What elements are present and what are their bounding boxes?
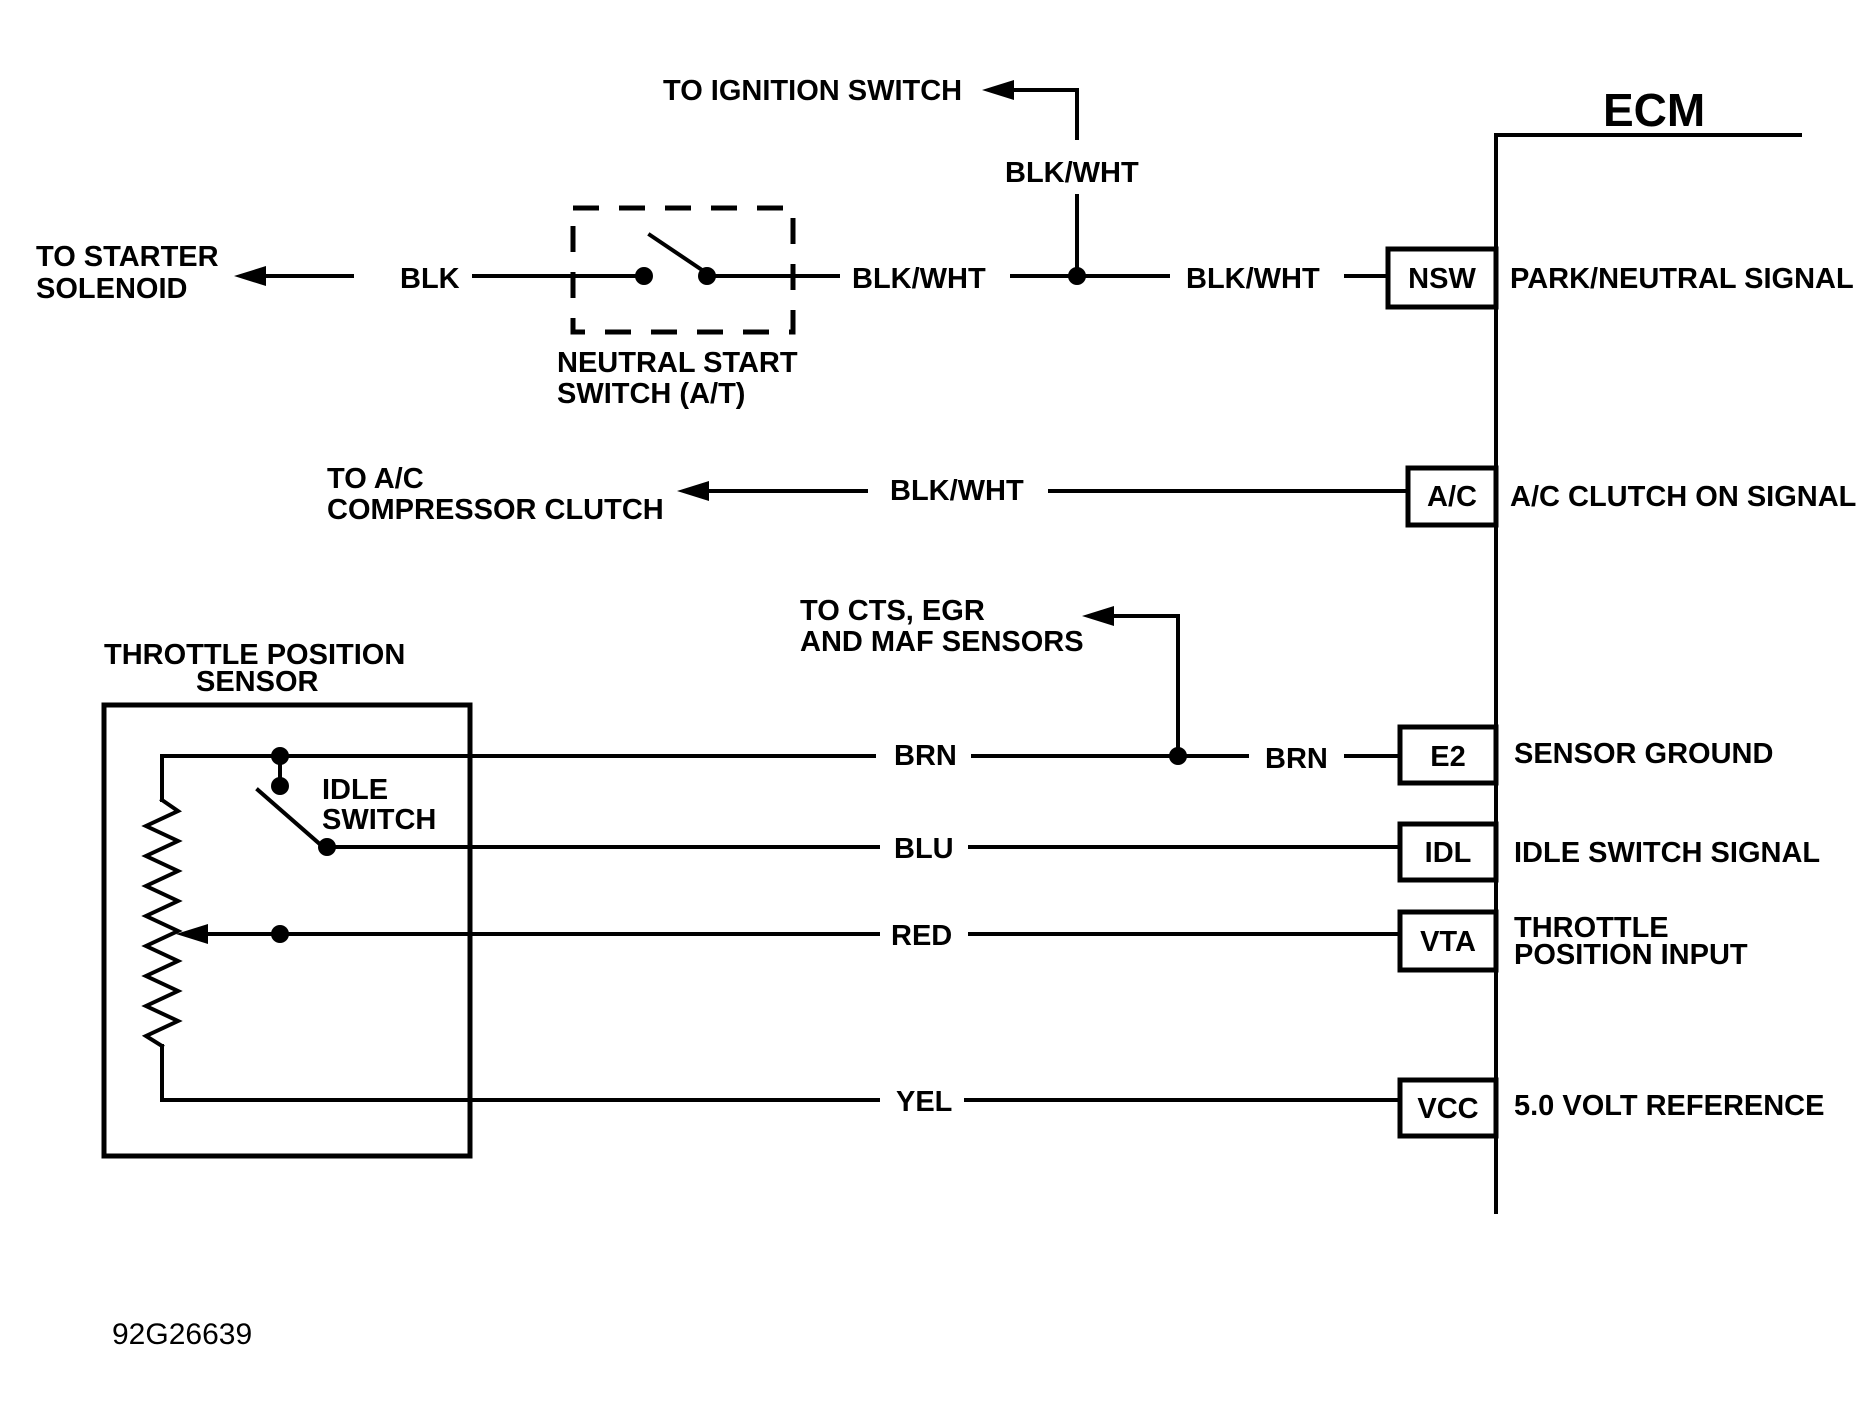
neutral-switch-box (570, 205, 796, 335)
idle-switch-label-line2: SWITCH (322, 804, 436, 836)
idle-switch-contact (255, 787, 325, 849)
tps-label-line2: SENSOR (196, 666, 319, 698)
wiper-arrow (176, 924, 208, 944)
blu-circuit: BLU (468, 833, 1402, 865)
red-circuit: RED (468, 920, 1402, 952)
idle-switch-label-line1: IDLE (322, 774, 388, 806)
ac-circuit: TO A/C COMPRESSOR CLUTCH BLK/WHT (327, 463, 1410, 526)
brn-ecm-wire-color: BRN (1265, 743, 1328, 775)
red-wire-color: RED (891, 920, 952, 952)
ecm-title: ECM (1603, 84, 1705, 136)
sensors-destination-line2: AND MAF SENSORS (800, 626, 1084, 658)
ignition-destination: TO IGNITION SWITCH (663, 75, 962, 107)
pin-signal-e2: SENSOR GROUND (1514, 738, 1773, 770)
ecm-pin-e2: E2 SENSOR GROUND (1397, 724, 1773, 786)
ac-arrow (677, 481, 709, 501)
yel-circuit: YEL (468, 1086, 1402, 1118)
pin-code-idl: IDL (1425, 837, 1472, 869)
starter-wire-color: BLK (400, 263, 460, 295)
nsw-circuit: BLK/WHT BLK/WHT TO IGNITION SWITCH BLK/W… (663, 75, 1390, 295)
neutral-switch-label-line2: SWITCH (A/T) (557, 378, 745, 410)
starter-circuit: TO STARTER SOLENOID BLK (36, 241, 645, 305)
brn-circuit: BRN TO CTS, EGR AND MAF SENSORS BRN (468, 595, 1402, 775)
figure-id: 92G26639 (112, 1318, 252, 1351)
sensors-arrow (1082, 606, 1114, 626)
ecm-pin-vcc: VCC 5.0 VOLT REFERENCE (1397, 1077, 1824, 1139)
neutral-switch-label-line1: NEUTRAL START (557, 347, 798, 379)
ecm-block: ECM (1494, 84, 1802, 1214)
ac-destination-line1: TO A/C (327, 463, 424, 495)
pin-code-e2: E2 (1430, 741, 1465, 773)
ecm-pin-ac: A/C A/C CLUTCH ON SIGNAL (1405, 465, 1856, 528)
ac-wire-color: BLK/WHT (890, 475, 1024, 507)
ecm-pin-nsw: NSW PARK/NEUTRAL SIGNAL (1385, 246, 1854, 310)
blu-wire-color: BLU (894, 833, 954, 865)
brn-sensor-wire-color: BRN (894, 740, 957, 772)
resistor-icon (141, 797, 183, 1049)
ecm-pin-idl: IDL IDLE SWITCH SIGNAL (1397, 821, 1820, 883)
ignition-arrow (982, 80, 1014, 100)
pin-signal-ac: A/C CLUTCH ON SIGNAL (1510, 481, 1856, 513)
switch-out-wire-color: BLK/WHT (852, 263, 986, 295)
starter-arrow (234, 266, 266, 286)
pin-signal-vta-line1: THROTTLE (1514, 912, 1669, 944)
yel-wire-color: YEL (896, 1086, 952, 1118)
ac-destination-line2: COMPRESSOR CLUTCH (327, 494, 664, 526)
pin-signal-idl: IDLE SWITCH SIGNAL (1514, 837, 1820, 869)
neutral-switch-contact (647, 232, 708, 275)
ignition-wire-color: BLK/WHT (1005, 157, 1139, 189)
pin-signal-nsw: PARK/NEUTRAL SIGNAL (1510, 263, 1854, 295)
neutral-start-switch: NEUTRAL START SWITCH (A/T) (557, 205, 840, 410)
pin-signal-vta-line2: POSITION INPUT (1514, 939, 1748, 971)
nsw-wire-color: BLK/WHT (1186, 263, 1320, 295)
pin-code-vta: VTA (1420, 926, 1476, 958)
pin-code-vcc: VCC (1417, 1093, 1478, 1125)
throttle-position-sensor: THROTTLE POSITION SENSOR IDLE SWITCH (101, 639, 473, 1159)
ecm-pin-vta: VTA THROTTLE POSITION INPUT (1397, 909, 1748, 973)
sensors-destination-line1: TO CTS, EGR (800, 595, 985, 627)
pin-code-ac: A/C (1427, 481, 1477, 513)
starter-destination-line1: TO STARTER (36, 241, 219, 273)
starter-destination-line2: SOLENOID (36, 273, 187, 305)
pin-code-nsw: NSW (1408, 263, 1476, 295)
pin-signal-vcc: 5.0 VOLT REFERENCE (1514, 1090, 1824, 1122)
tps-label-line1: THROTTLE POSITION (104, 639, 405, 671)
